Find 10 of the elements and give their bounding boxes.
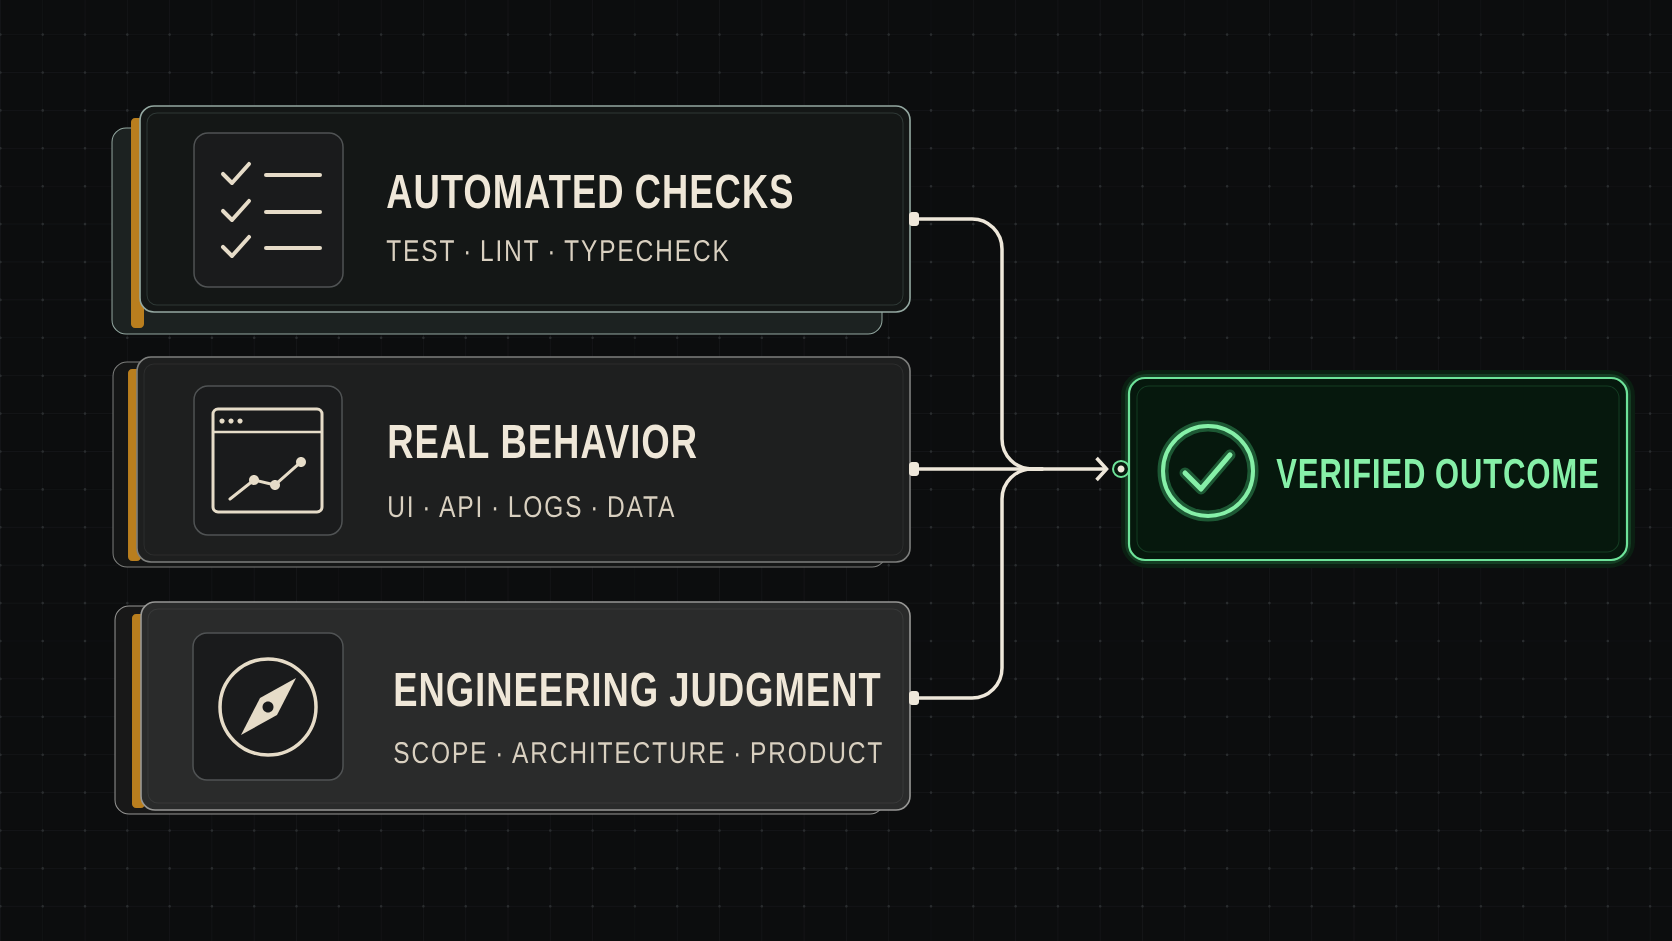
connector-line: [909, 467, 1044, 705]
outcome-box: [1121, 370, 1635, 568]
panel-subtitle: UI · API · LOGS · DATA: [389, 496, 675, 518]
panel-title: ENGINEERING JUDGMENT: [395, 672, 881, 707]
panel-subtitle: TEST · LINT · TYPECHECK: [386, 240, 729, 262]
outcome-label: VERIFIED OUTCOME: [1276, 458, 1598, 489]
panel-title: AUTOMATED CHECKS: [387, 174, 793, 209]
panel-title: REAL BEHAVIOR: [389, 424, 697, 459]
panel-subtitle: SCOPE · ARCHITECTURE · PRODUCT: [394, 742, 882, 764]
arrow: [1040, 456, 1109, 482]
